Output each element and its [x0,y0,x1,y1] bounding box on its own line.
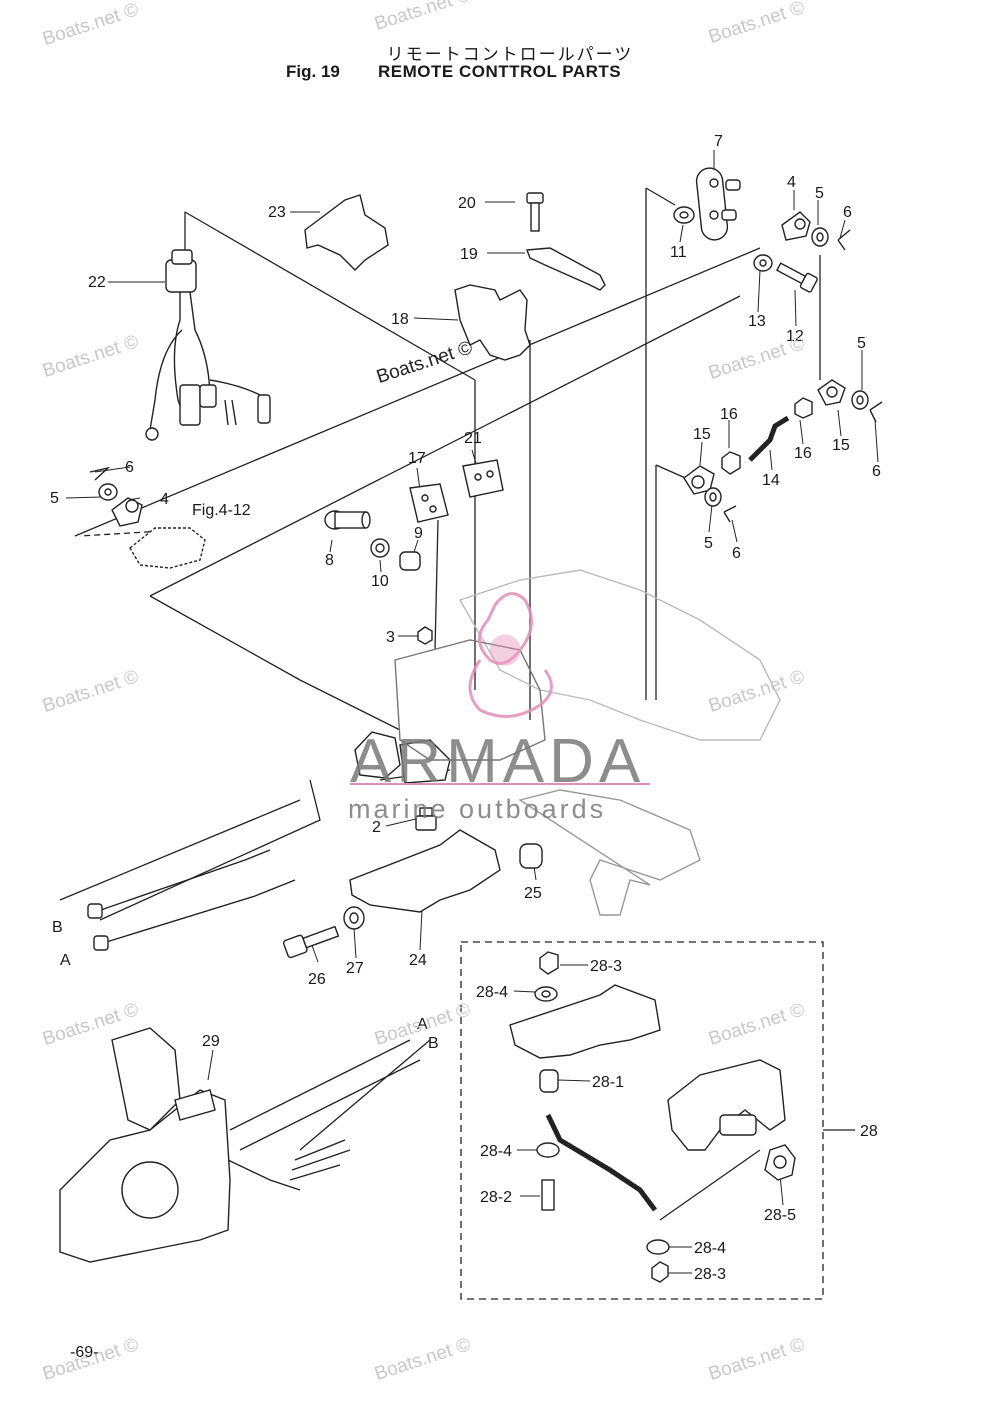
callout-13: 13 [748,313,766,330]
callout-20: 20 [458,195,476,212]
brand-accent-icon [468,592,553,718]
figure-number: Fig. 19 [286,62,340,81]
plate-19 [526,247,606,291]
bracket-23 [304,194,389,271]
callout-15b: 15 [832,437,850,454]
rod-14 [748,415,790,462]
callout-12: 12 [786,328,804,345]
callout-28-5: 28-5 [764,1207,796,1224]
japanese-title: リモートコントロールパーツ [386,45,634,64]
callout-24: 24 [409,952,427,969]
bracket-24 [349,829,501,913]
callout-17: 17 [408,450,426,467]
cable-label-a: A [60,952,71,969]
callout-28: 28 [860,1123,878,1140]
reference-fig: Fig.4-12 [192,502,251,519]
callout-5d: 5 [50,490,59,507]
callout-28-3a: 28-3 [590,958,622,975]
kit-28-box [460,941,824,1300]
callout-5: 5 [815,185,824,202]
callout-6c: 6 [732,545,741,562]
brand-name: ARMADA [350,727,646,796]
cable-label-b: B [52,919,63,936]
callout-22: 22 [88,274,106,291]
callout-25: 25 [524,885,542,902]
cable-label-b2: B [428,1035,439,1052]
callout-28-1: 28-1 [592,1074,624,1091]
callout-6: 6 [843,204,852,221]
callout-19: 19 [460,246,478,263]
callout-27: 27 [346,960,364,977]
bolt-8 [324,510,371,530]
callout-4: 4 [787,174,796,191]
cable-label-a2: A [417,1016,428,1033]
callout-3: 3 [386,629,395,646]
callout-16a: 16 [720,406,738,423]
link-plate-7 [695,167,729,241]
bolt-20 [526,192,544,232]
callout-10: 10 [371,573,389,590]
callout-8: 8 [325,552,334,569]
callout-5b: 5 [857,335,866,352]
callout-28-2: 28-2 [480,1189,512,1206]
control-28 [667,1059,786,1151]
callout-9: 9 [414,525,423,542]
callout-4b: 4 [160,491,169,508]
plate-17 [409,483,449,523]
callout-6d: 6 [125,459,134,476]
wire-harness-22 [145,249,271,441]
callout-15a: 15 [693,426,711,443]
callout-14: 14 [762,472,780,489]
callout-21: 21 [464,430,482,447]
switch-bracket-18 [454,284,531,361]
page-number: -69- [70,1344,99,1361]
callout-26: 26 [308,971,326,988]
switch-box [354,731,401,779]
callout-28-4c: 28-4 [694,1240,726,1257]
callout-23: 23 [268,204,286,221]
callout-5c: 5 [704,535,713,552]
brand-tagline: marine outboards [348,794,607,824]
plate-21 [462,459,504,498]
callout-11: 11 [670,244,687,261]
callout-16b: 16 [794,445,812,462]
callout-2: 2 [372,819,381,836]
callout-6b: 6 [872,463,881,480]
callout-28-3b: 28-3 [694,1266,726,1283]
figure-title: REMOTE CONTTROL PARTS [378,62,622,81]
callout-28-4b: 28-4 [480,1143,512,1160]
callout-18: 18 [391,311,409,328]
callout-7: 7 [714,133,723,150]
callout-28-4a: 28-4 [476,984,508,1001]
callout-29: 29 [202,1033,220,1050]
bolt-26 [282,925,340,959]
